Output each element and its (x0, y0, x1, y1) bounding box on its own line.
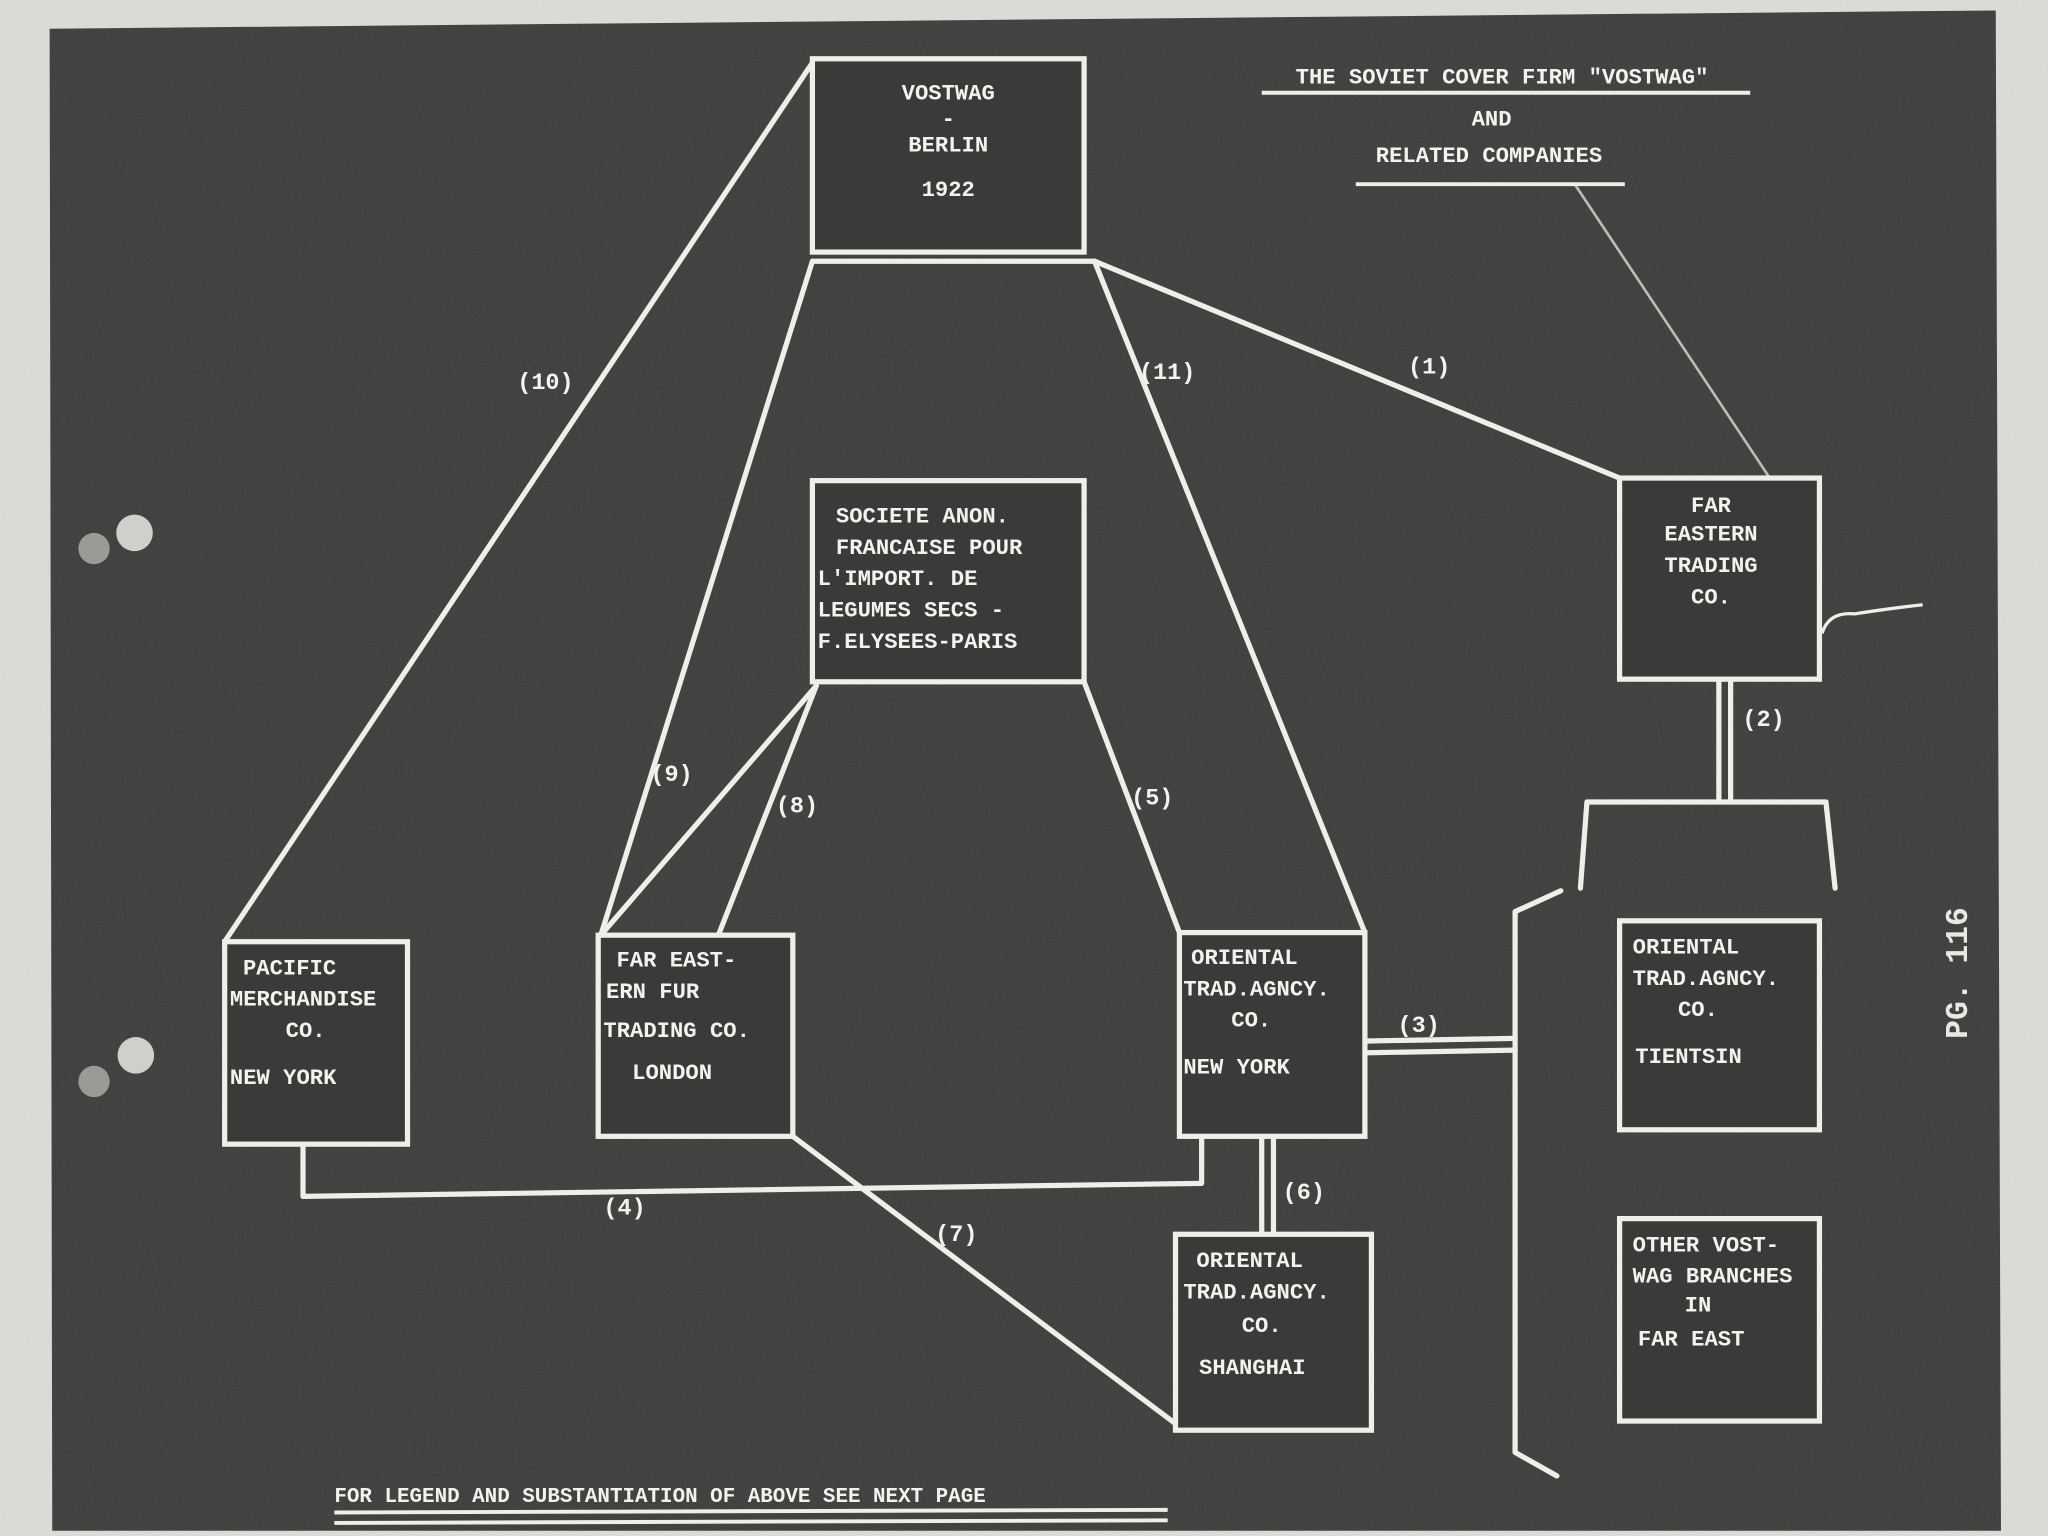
box-far-east-fur: FAR EAST- ERN FUR TRADING CO. LONDON (595, 932, 796, 1139)
label-4: (4) (603, 1196, 645, 1223)
label-10: (10) (517, 370, 573, 397)
link-10 (222, 60, 816, 945)
link-9 (598, 258, 816, 938)
box-line: CO. (1231, 1009, 1271, 1034)
link-9b (598, 683, 819, 938)
box-line: FRANCAISE POUR (836, 536, 1023, 561)
link-7 (790, 1133, 1179, 1427)
title-line: RELATED COMPANIES (1376, 144, 1602, 169)
label-3: (3) (1398, 1013, 1440, 1040)
box-line: MERCHANDISE (230, 988, 376, 1013)
box-pacific: PACIFIC MERCHANDISE CO. NEW YORK (222, 939, 411, 1147)
box-line: NEW YORK (1183, 1056, 1290, 1081)
title-line: AND (1472, 107, 1512, 132)
box-line: TRAD.AGNCY. (1183, 1280, 1329, 1305)
label-6: (6) (1283, 1180, 1325, 1207)
punch-hole (78, 532, 110, 565)
box-other-branches: OTHER VOST- WAG BRANCHES IN FAR EAST (1616, 1215, 1823, 1424)
box-oriental-new-york: ORIENTAL TRAD.AGNCY. CO. NEW YORK (1176, 929, 1368, 1139)
box-line: - (942, 107, 955, 132)
title-line: THE SOVIET COVER FIRM "VOSTWAG" (1296, 66, 1709, 91)
label-7: (7) (935, 1222, 977, 1249)
box-line: TIENTSIN (1635, 1045, 1742, 1070)
link-4 (300, 1133, 1205, 1200)
box-line: CO. (1242, 1314, 1282, 1339)
diagram-title: THE SOVIET COVER FIRM "VOSTWAG" AND RELA… (1261, 66, 1751, 187)
box-line: FAR EAST (1638, 1327, 1745, 1352)
box-line: L'IMPORT. DE (818, 567, 978, 592)
box-line: LONDON (632, 1061, 712, 1086)
box-societe: SOCIETE ANON. FRANCAISE POUR L'IMPORT. D… (809, 478, 1087, 685)
punch-hole (78, 1065, 110, 1098)
box-line: 1922 (922, 178, 975, 203)
box-line: EASTERN (1664, 523, 1757, 548)
label-2: (2) (1742, 707, 1784, 734)
footer-note: FOR LEGEND AND SUBSTANTIATION OF ABOVE S… (334, 1486, 1168, 1525)
box-far-eastern-trading: FAR EASTERN TRADING CO. (1616, 475, 1823, 682)
link-6 (1259, 1133, 1277, 1237)
box-line: ERN FUR (606, 980, 700, 1005)
link-5 (1081, 679, 1183, 936)
connectors (222, 60, 1923, 1479)
box-line: FAR EAST- (616, 949, 736, 974)
box-line: CO. (1678, 998, 1718, 1023)
box-vostwag: VOSTWAG - BERLIN 1922 (809, 56, 1087, 255)
link-8 (715, 683, 819, 938)
box-line: NEW YORK (230, 1066, 337, 1091)
box-line: TRAD.AGNCY. (1183, 977, 1329, 1002)
box-line: F.ELYSEES-PARIS (818, 630, 1018, 655)
box-line: SHANGHAI (1199, 1356, 1306, 1381)
box-line: TRADING (1664, 554, 1757, 579)
punch-hole (116, 514, 153, 552)
link-labels: (10) (11) (1) (2) (9) (8) (5) (3) (6) (4… (517, 355, 1784, 1249)
label-9: (9) (650, 762, 692, 789)
page-number: PG. 116 (1942, 907, 1977, 1039)
bracket-top (1577, 799, 1838, 891)
box-line: ORIENTAL (1196, 1249, 1303, 1274)
box-oriental-shanghai: ORIENTAL TRAD.AGNCY. CO. SHANGHAI (1172, 1231, 1375, 1433)
box-line: PACIFIC (243, 956, 336, 981)
box-line: IN (1685, 1293, 1712, 1318)
box-line: TRAD.AGNCY. (1633, 967, 1779, 992)
box-line: CO. (1691, 585, 1731, 610)
pen-line (1572, 182, 1771, 479)
box-line: CO. (286, 1019, 326, 1044)
box-line: WAG BRANCHES (1633, 1265, 1793, 1290)
box-line: ORIENTAL (1633, 935, 1740, 960)
box-line: SOCIETE ANON. (836, 504, 1009, 529)
link-3 (1364, 1035, 1518, 1056)
link-11 (1091, 258, 1368, 936)
box-line: FAR (1691, 494, 1732, 519)
footer-text: FOR LEGEND AND SUBSTANTIATION OF ABOVE S… (334, 1486, 985, 1509)
label-11: (11) (1139, 360, 1195, 387)
label-5: (5) (1131, 786, 1173, 813)
box-line: VOSTWAG (902, 81, 995, 106)
box-line: TRADING CO. (603, 1019, 749, 1044)
box-oriental-tientsin: ORIENTAL TRAD.AGNCY. CO. TIENTSIN (1616, 918, 1823, 1133)
punch-hole (117, 1037, 155, 1074)
pen-squiggle (1820, 603, 1923, 634)
box-line: OTHER VOST- (1633, 1233, 1779, 1258)
bracket-left (1512, 888, 1564, 1479)
label-1: (1) (1408, 355, 1450, 382)
link-1 (1091, 258, 1623, 481)
box-line: ORIENTAL (1191, 946, 1298, 971)
box-line: LEGUMES SECS - (818, 598, 1004, 623)
link-2 (1716, 676, 1734, 802)
box-line: BERLIN (908, 134, 988, 159)
label-8: (8) (776, 793, 818, 820)
